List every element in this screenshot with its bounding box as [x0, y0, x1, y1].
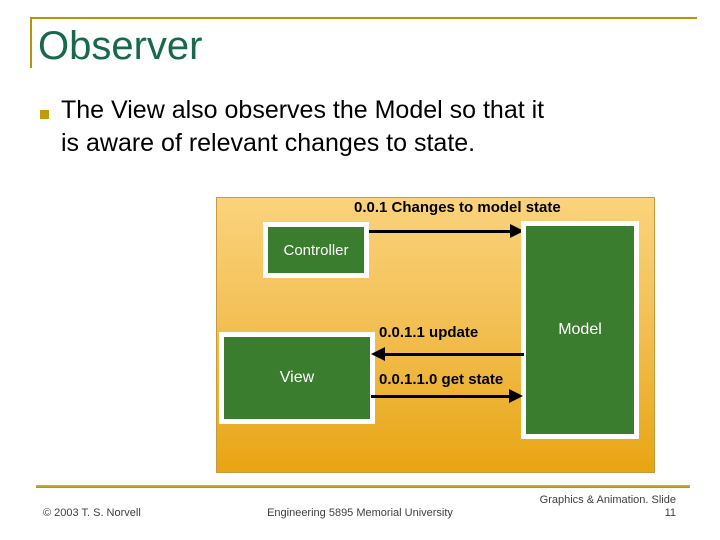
- update-arrow-line: [384, 353, 524, 356]
- footer-slide-info: Graphics & Animation. Slide 11: [540, 494, 676, 520]
- get-state-arrow-line: [371, 395, 510, 398]
- slide-title: Observer: [38, 24, 203, 68]
- get-state-arrowhead-right-icon: [509, 389, 523, 403]
- message-label-get-state: 0.0.1.1.0 get state: [379, 371, 504, 388]
- view-box: View: [219, 332, 375, 424]
- view-label: View: [279, 369, 315, 386]
- footer-course-name: Engineering 5895 Memorial University: [267, 507, 453, 519]
- title-accent-rule: [30, 17, 32, 68]
- changes-arrow-line: [369, 230, 511, 233]
- message-label-changes-to-model-state: 0.0.1 Changes to model state: [354, 199, 561, 216]
- update-arrowhead-left-icon: [371, 347, 385, 361]
- controller-box: Controller: [263, 222, 369, 278]
- footer-slide-info-line-1: Graphics & Animation. Slide: [539, 494, 676, 506]
- model-box: Model: [521, 221, 639, 439]
- bullet-text-line-2: is aware of relevant changes to state.: [61, 129, 476, 157]
- footer-slide-number: 11: [664, 507, 676, 519]
- message-label-update: 0.0.1.1 update: [379, 324, 479, 341]
- bullet-text-line-1: The View also observes the Model so that…: [61, 96, 545, 124]
- model-label: Model: [558, 321, 602, 338]
- footer-rule: [36, 485, 690, 488]
- controller-label: Controller: [283, 241, 349, 259]
- bullet-square-icon: [40, 110, 49, 119]
- top-rule: [30, 17, 697, 19]
- footer-copyright: © 2003 T. S. Norvell: [43, 507, 141, 519]
- bullet-text: The View also observes the Model so that…: [61, 94, 544, 160]
- mvc-diagram: 0.0.1 Changes to model state Controller …: [216, 197, 655, 473]
- changes-arrowhead-right-icon: [510, 224, 524, 238]
